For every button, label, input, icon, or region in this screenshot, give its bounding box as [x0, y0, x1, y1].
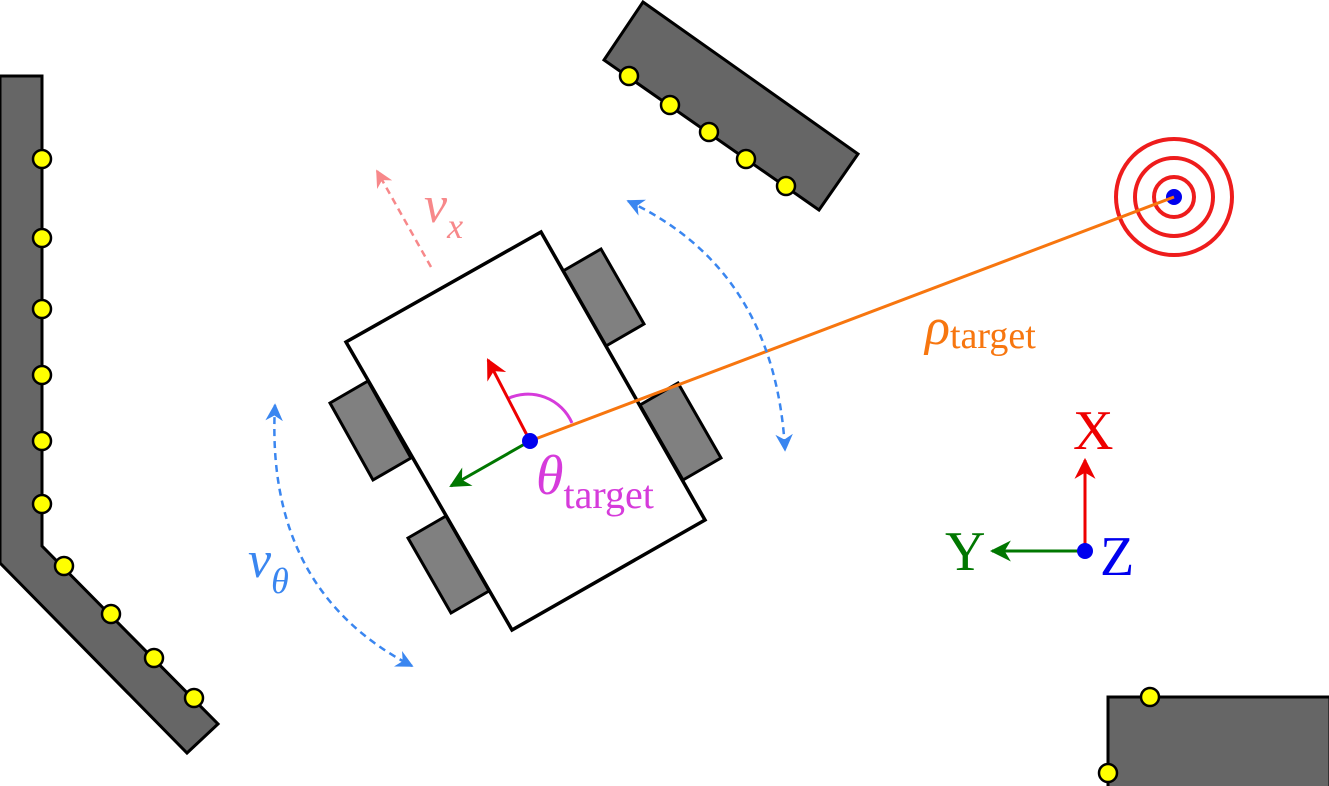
sensor-dot: [1097, 762, 1119, 784]
sensor-dot: [31, 298, 53, 320]
world-y-label: Y: [945, 521, 985, 583]
theta-target-label: θtarget: [536, 445, 654, 517]
sensor-dot: [183, 687, 205, 709]
top-obstacle-sensors: [618, 65, 797, 197]
world-origin-dot: [1077, 543, 1093, 559]
bottom-right-sensors: [1097, 686, 1161, 784]
sensor-dot: [775, 175, 797, 197]
sensor-dot: [53, 555, 75, 577]
world-frame-axes: [989, 457, 1096, 562]
sensor-dot: [618, 65, 640, 87]
world-x-label: X: [1073, 400, 1113, 462]
sensor-dot: [659, 94, 681, 116]
vx-label: vx: [424, 177, 463, 246]
theta-target-arc: [506, 392, 574, 424]
robot-center-dot: [522, 433, 538, 449]
sensor-dot: [735, 148, 757, 170]
sensor-dot: [31, 227, 53, 249]
world-z-label: Z: [1100, 526, 1134, 588]
sensor-dot: [143, 647, 165, 669]
sensor-dot: [31, 364, 53, 386]
sensor-dot: [100, 603, 122, 625]
sensor-dot: [31, 493, 53, 515]
sensor-dot: [31, 430, 53, 452]
sensor-dot: [698, 121, 720, 143]
vx-arrow: [375, 169, 433, 268]
vtheta-arrow-right: [626, 199, 793, 452]
rho-target-label: ρtarget: [923, 299, 1036, 357]
top-obstacle: [601, 0, 861, 213]
sensor-dot: [31, 148, 53, 170]
robot-x-arrow: [486, 358, 532, 442]
vtheta-label: vθ: [248, 532, 289, 601]
bottom-right-obstacle: [1097, 686, 1329, 786]
left-wall-obstacle: [0, 74, 221, 756]
target-marker: [1114, 137, 1234, 257]
left-wall-sensors: [31, 148, 205, 709]
vtheta-arrow-left: [265, 403, 414, 668]
robot-y-arrow: [449, 439, 531, 488]
sensor-dot: [1139, 686, 1161, 708]
